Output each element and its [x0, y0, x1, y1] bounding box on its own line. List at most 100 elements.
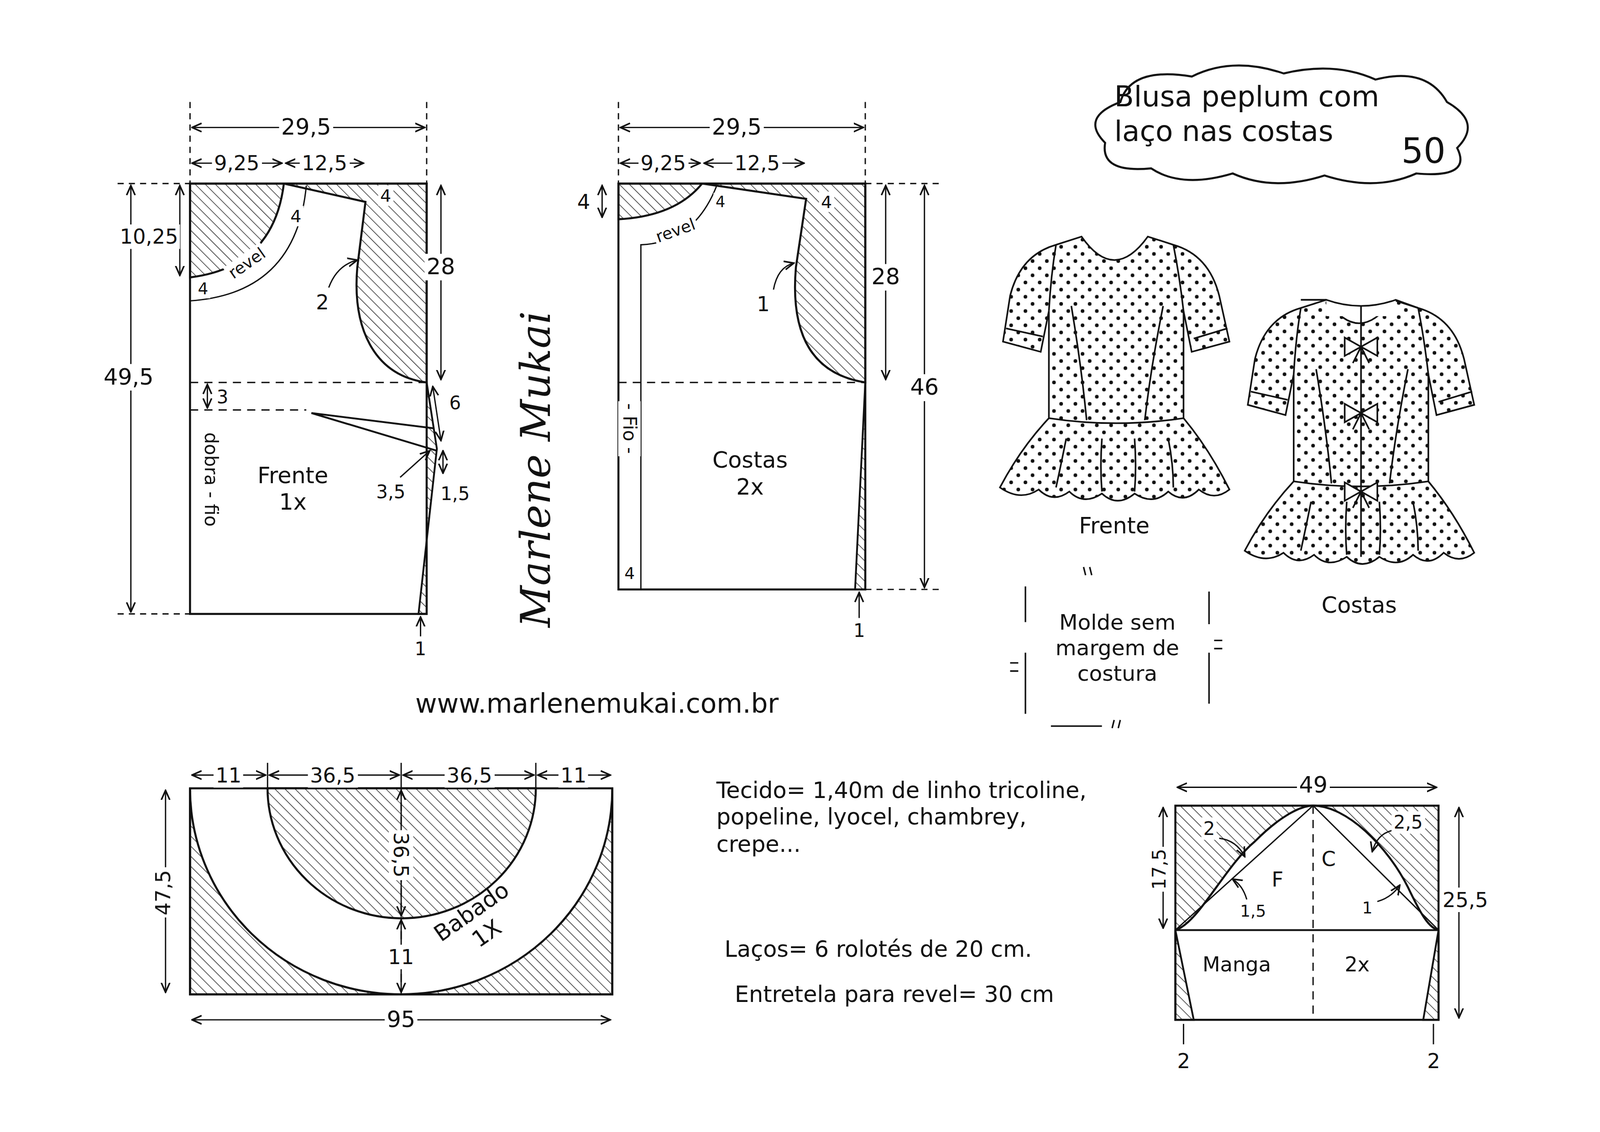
side-cutaway [855, 382, 866, 590]
front-mark: F [1269, 867, 1286, 893]
dimension-label: 29,5 [709, 114, 764, 142]
back-mark: C [1319, 847, 1338, 872]
dimension-label: 49 [1296, 772, 1330, 800]
piece-frame [1175, 805, 1439, 1020]
grain-fold-label: dobra - fio [200, 430, 223, 529]
ruffle-piece [165, 763, 613, 1020]
node-title: Manga [1202, 951, 1271, 977]
dimension-line [432, 386, 441, 441]
bow [1344, 403, 1378, 430]
node-text: 50 [1401, 130, 1446, 172]
armhole-cutaway [283, 183, 427, 383]
dimension-label: 3 [214, 386, 231, 408]
node-title: Molde sem margem de costura [1035, 609, 1200, 687]
dimension-label: 2 [1175, 1049, 1193, 1074]
dimension-label: 17,5 [1148, 847, 1171, 893]
pattern-piece: Costas 2x [618, 183, 866, 590]
piece-frame [189, 788, 612, 995]
facing-width: 4 [622, 563, 638, 584]
dimension-line [440, 185, 442, 380]
extension-line [189, 102, 191, 184]
callout-number: 1 [1359, 898, 1375, 919]
callout-arrow [400, 450, 430, 478]
blouse-front-sketch [999, 236, 1230, 502]
peplum-fold [1056, 438, 1174, 492]
dimension-label: 28 [424, 253, 458, 281]
dimension-label: 36,5 [444, 763, 495, 789]
extension-line [117, 183, 191, 185]
dimension-label: 11 [558, 763, 589, 789]
node-text: 2x [1344, 951, 1370, 977]
callout-arrow [773, 263, 795, 290]
callout-arrow [858, 592, 860, 619]
website: www.marlenemukai.com.br [413, 688, 781, 721]
extension-line [425, 102, 428, 184]
extension-line [617, 102, 620, 184]
leader-line [1432, 1024, 1435, 1045]
dimension-label: 3,5 [374, 481, 408, 503]
back-piece [601, 102, 939, 619]
waist-line [618, 381, 866, 384]
dimension-label: 6 [447, 392, 464, 414]
node-title: Frente 1x [257, 462, 329, 517]
extension-line [117, 613, 191, 615]
facing-label: revel [651, 213, 701, 248]
cap-cutaway [1175, 805, 1439, 931]
tick [535, 763, 537, 789]
grain-label: - Fio - [618, 401, 641, 456]
callout-number: 1,5 [1238, 901, 1269, 921]
facing-width: 4 [195, 278, 211, 299]
dimension-label: 12,5 [732, 151, 783, 176]
tick [266, 763, 269, 789]
note-box: Molde sem margem de costura [1020, 569, 1215, 728]
dimension-label: 25,5 [1440, 887, 1491, 913]
dimension-label: 2 [1425, 1049, 1443, 1074]
back-neckline [1300, 299, 1418, 309]
dimension-label: 4 [575, 189, 592, 215]
blouse-back-sketch [1244, 293, 1475, 565]
waist-line [189, 381, 427, 384]
dimension-label: 11 [386, 945, 417, 970]
leader-line [1182, 1024, 1185, 1045]
node-title: Blusa peplum com laço nas costas [1114, 79, 1401, 148]
callout-arrow [1372, 830, 1394, 852]
note-brackets [1009, 567, 1223, 729]
dimension-label: 4 [378, 185, 394, 207]
dimension-label: 95 [384, 1006, 418, 1034]
blouse-outline [999, 236, 1230, 502]
waist-seam [1048, 418, 1184, 424]
view-caption: Frente [1077, 512, 1152, 540]
dimension-label: 1 [851, 619, 868, 642]
dimension-label: 47,5 [151, 867, 176, 918]
dimension-label: 36,5 [388, 830, 414, 881]
dimension-line [601, 185, 603, 218]
extension-line [865, 183, 939, 185]
callout-arrow [1377, 885, 1400, 902]
armhole-cutaway [701, 183, 866, 383]
front-piece [117, 102, 444, 637]
ruffle-cutaway [189, 788, 612, 995]
blouse-outline [1244, 299, 1475, 565]
dimension-line [206, 384, 209, 408]
callout-arrow [1232, 879, 1247, 900]
dimension-label: 29,5 [279, 114, 334, 142]
view-caption: Costas [1319, 592, 1399, 620]
title-cloud: Blusa peplum com laço nas costas50 [1079, 61, 1478, 186]
node-title: Babado 1X [429, 877, 531, 971]
bow [1344, 482, 1378, 508]
grain-line [1312, 805, 1314, 1020]
extension-line [864, 102, 867, 184]
piece-frame [189, 183, 427, 614]
side-cutaway [1175, 930, 1194, 1020]
sleeve-cap [1175, 805, 1439, 931]
dimension-line [442, 450, 444, 474]
dimension-label: 10,25 [117, 224, 181, 250]
dimension-label: 1,5 [438, 482, 472, 505]
side-cutaway [1423, 930, 1439, 1020]
material-note: Entretela para revel= 30 cm [732, 981, 1057, 1009]
dimension-label: 28 [869, 264, 903, 292]
bow [1344, 337, 1378, 364]
dimension-label: 12,5 [299, 151, 350, 176]
facing-line [189, 185, 307, 302]
facing-width: 4 [713, 193, 727, 212]
